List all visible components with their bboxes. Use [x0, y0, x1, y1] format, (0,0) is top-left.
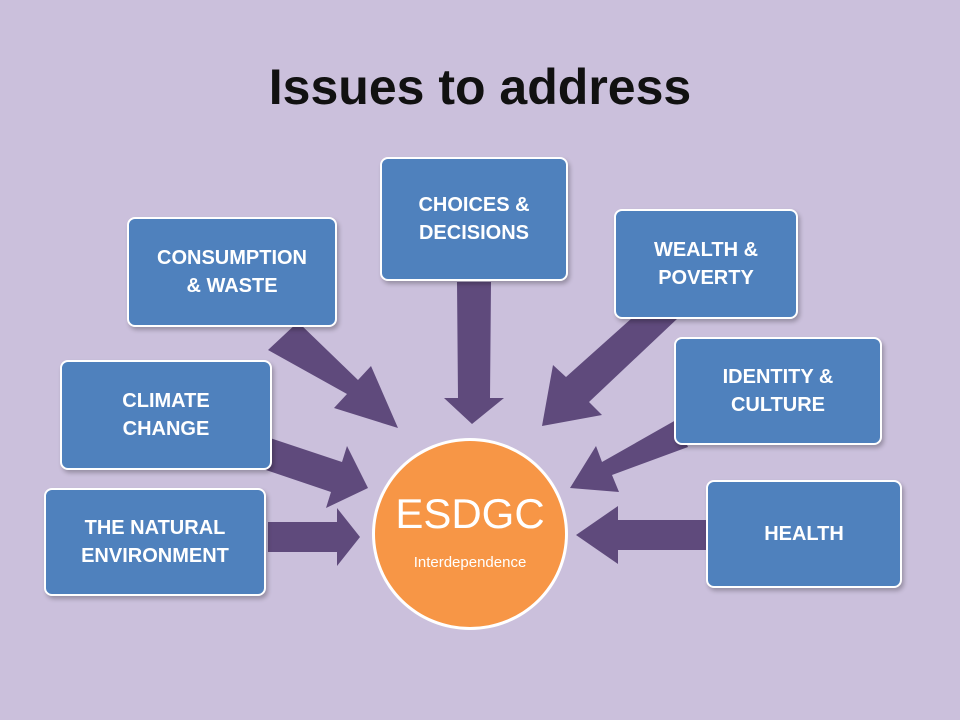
arrow-choices-decisions [444, 282, 504, 424]
issue-climate-change-label: CLIMATE CHANGE [122, 390, 210, 440]
arrow-natural-environment [268, 508, 360, 566]
hub-subtitle: Interdependence [413, 553, 527, 571]
issue-health: HEALTH [706, 480, 902, 588]
issue-wealth-poverty: WEALTH & POVERTY [614, 209, 798, 319]
issue-choices-decisions: CHOICES & DECISIONS [380, 157, 568, 281]
arrow-climate-change [260, 438, 368, 508]
issue-health-label: HEALTH [764, 523, 844, 545]
arrow-consumption-waste [268, 322, 398, 428]
arrow-wealth-poverty [542, 318, 678, 426]
issue-natural-environment-label: THE NATURAL ENVIRONMENT [81, 517, 229, 567]
issue-climate-change: CLIMATE CHANGE [60, 360, 272, 470]
arrow-health [576, 506, 708, 564]
issue-wealth-poverty-label: WEALTH & POVERTY [653, 239, 759, 289]
slide-title: Issues to address [268, 59, 692, 115]
arrow-identity-culture [570, 420, 688, 492]
issue-identity-culture: IDENTITY & CULTURE [674, 337, 882, 445]
issue-consumption-waste-label: CONSUMPTION & WASTE [157, 247, 307, 297]
issue-consumption-waste: CONSUMPTION & WASTE [127, 217, 337, 327]
hub-title: ESDGC [395, 489, 545, 537]
issue-identity-culture-label: IDENTITY & CULTURE [722, 366, 834, 416]
esdgc-hub: ESDGC Interdependence [372, 438, 568, 630]
issue-choices-decisions-label: CHOICES & DECISIONS [418, 194, 530, 244]
issue-natural-environment: THE NATURAL ENVIRONMENT [44, 488, 266, 596]
